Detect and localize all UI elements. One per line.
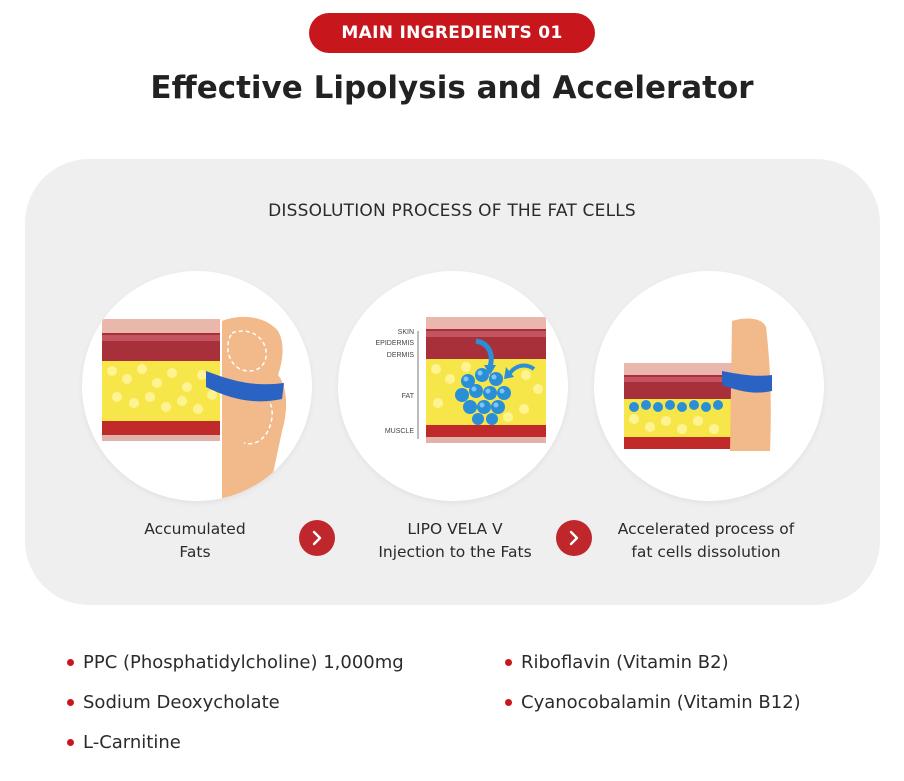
layer-label-fat: FAT [402,393,415,400]
ingredient-item: Cyanocobalamin (Vitamin B12) [505,692,801,713]
process-title: DISSOLUTION PROCESS OF THE FAT CELLS [268,201,636,221]
chevron-right-icon [569,530,579,546]
ingredient-item: Riboflavin (Vitamin B2) [505,652,729,673]
chevron-right-icon [312,530,322,546]
bullet-dot-icon [67,699,74,706]
layer-label-muscle: MUSCLE [385,428,415,435]
next-step-button-1[interactable] [299,520,335,556]
bullet-dot-icon [67,739,74,746]
bullet-dot-icon [505,659,512,666]
ingredient-item: PPC (Phosphatidylcholine) 1,000mg [67,652,404,673]
bullet-dot-icon [67,659,74,666]
layer-label-skin: SKIN [398,329,414,336]
layer-label-epidermis: EPIDERMIS [375,340,414,347]
dissolution-illustration [594,271,824,501]
next-step-button-2[interactable] [556,520,592,556]
layer-label-dermis: DERMIS [387,352,415,359]
accumulated-fats-illustration [82,271,312,501]
ingredient-item: Sodium Deoxycholate [67,692,280,713]
ingredient-item: L-Carnitine [67,732,181,753]
bullet-dot-icon [505,699,512,706]
step-caption-3: Accelerated process of fat cells dissolu… [617,520,795,561]
injection-illustration: SKIN EPIDERMIS DERMIS FAT MUSCLE [338,271,568,501]
step-caption-1: Accumulated Fats [144,520,246,561]
step-caption-2: LIPO VELA V Injection to the Fats [378,520,532,561]
page-title: Effective Lipolysis and Accelerator [150,70,754,106]
section-badge: MAIN INGREDIENTS 01 [309,13,595,53]
